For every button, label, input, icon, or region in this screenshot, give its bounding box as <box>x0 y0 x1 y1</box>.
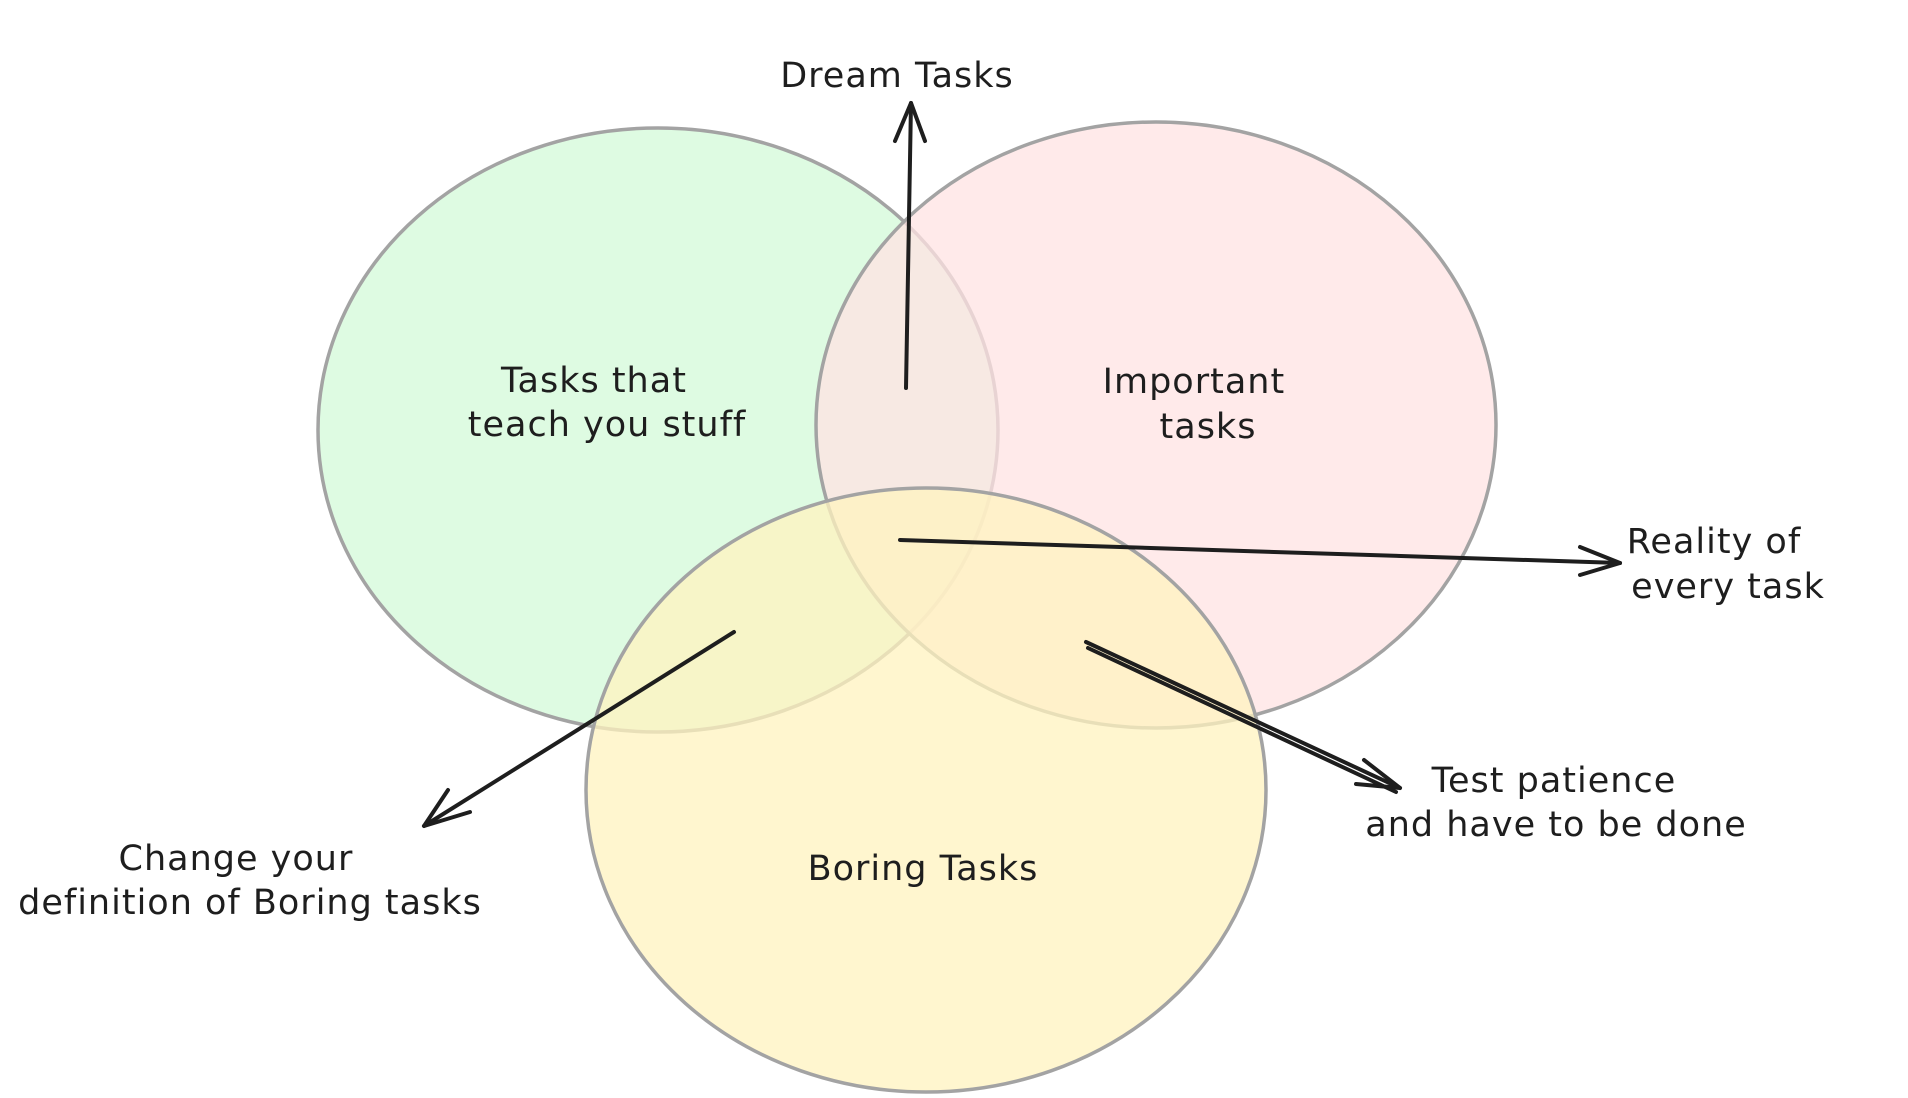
callout-reality-of-every-task: Reality of every task <box>1627 522 1825 607</box>
callout-change-line-2: definition of Boring tasks <box>18 883 482 923</box>
label-teach-line-1: Tasks that <box>500 361 687 401</box>
arrow-group <box>422 101 1622 828</box>
label-teach-line-2: teach you stuff <box>468 405 746 445</box>
callout-patience-line-2: and have to be done <box>1365 805 1746 845</box>
arrow-reality-of-every-task[interactable] <box>898 538 1622 577</box>
label-important-line-2: tasks <box>1160 407 1257 447</box>
callout-test-patience: Test patience and have to be done <box>1365 761 1746 845</box>
callout-dream-line-1: Dream Tasks <box>780 56 1014 96</box>
label-important-tasks: Important tasks <box>1103 362 1298 447</box>
circle-labels: Tasks that teach you stuff Important tas… <box>468 361 1298 889</box>
arrow-change-definition[interactable] <box>422 630 736 828</box>
callout-change-definition: Change your definition of Boring tasks <box>18 839 482 923</box>
circle-boring-tasks[interactable] <box>584 486 1268 1094</box>
label-boring-tasks: Boring Tasks <box>808 849 1039 889</box>
callout-change-line-1: Change your <box>119 839 354 879</box>
callout-dream-tasks: Dream Tasks <box>780 56 1014 96</box>
arrow-test-patience[interactable] <box>1084 640 1402 794</box>
label-boring-line-1: Boring Tasks <box>808 849 1039 889</box>
arrow-dream-tasks[interactable] <box>893 101 927 390</box>
callout-reality-line-2: every task <box>1631 567 1825 607</box>
label-teach-you-stuff: Tasks that teach you stuff <box>468 361 746 445</box>
callout-patience-line-1: Test patience <box>1431 761 1677 801</box>
circle-group <box>316 120 1498 1094</box>
callout-reality-line-1: Reality of <box>1627 522 1801 562</box>
label-important-line-1: Important <box>1103 362 1286 402</box>
callout-labels: Dream Tasks Reality of every task Test p… <box>18 56 1825 923</box>
